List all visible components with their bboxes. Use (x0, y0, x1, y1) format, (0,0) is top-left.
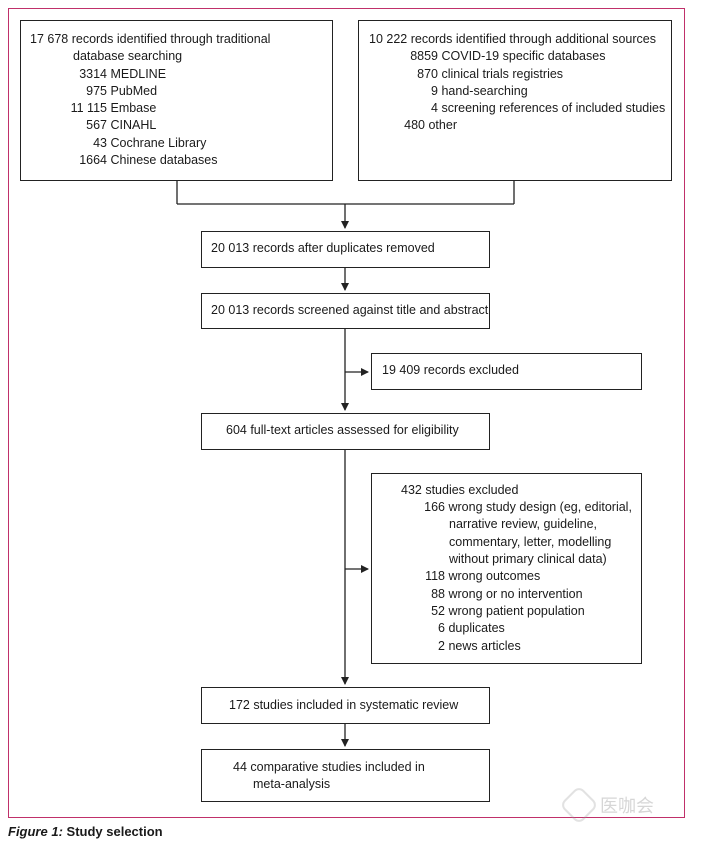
meta-analysis-line2: meta-analysis (253, 777, 331, 791)
duplicates-removed-text: 20 013 records after duplicates removed (211, 241, 435, 255)
meta-analysis-box (201, 749, 490, 802)
meta-analysis-line1: 44 comparative studies included in (233, 760, 425, 774)
exclusion-reason-cont: without primary clinical data) (449, 552, 607, 566)
figure-frame (8, 8, 685, 818)
exclusion-reason: 6 duplicates (438, 621, 505, 635)
exclusion-reason-cont: narrative review, guideline, (449, 517, 597, 531)
traditional-source-row: 3314 MEDLINE (79, 67, 167, 81)
traditional-source-row: 43 Cochrane Library (93, 136, 207, 150)
included-sr-box (201, 687, 490, 724)
screened-box (201, 293, 490, 329)
figure-label: Figure 1: (8, 824, 63, 839)
records-excluded-box (371, 353, 642, 390)
figure-title: Study selection (66, 824, 163, 839)
additional-source-row: 8859 COVID-19 specific databases (410, 49, 606, 63)
additional-source-row: 870 clinical trials registries (417, 67, 564, 81)
exclusion-reason: 166 wrong study design (eg, editorial, (424, 500, 632, 514)
additional-source-row: 480 other (404, 118, 457, 132)
exclusion-reason: 118 wrong outcomes (425, 569, 541, 583)
watermark-text: 医咖会 (600, 796, 654, 817)
traditional-source-row: 567 CINAHL (86, 118, 157, 132)
duplicates-removed-box (201, 231, 490, 268)
additional-header: 10 222 records identified through additi… (369, 32, 656, 46)
traditional-search-box (20, 20, 333, 181)
exclusion-reason-cont: commentary, letter, modelling (449, 535, 612, 549)
exclusion-reason: 88 wrong or no intervention (431, 587, 583, 601)
traditional-source-row: 11 115 Embase (70, 101, 157, 115)
traditional-source-row: 975 PubMed (86, 84, 158, 98)
additional-source-row: 9 hand-searching (431, 84, 528, 98)
included-sr-text: 172 studies included in systematic revie… (229, 698, 459, 712)
exclusion-reason: 52 wrong patient population (431, 604, 585, 618)
full-text-box (201, 413, 490, 450)
additional-source-row: 4 screening references of included studi… (431, 101, 666, 115)
traditional-header-line1: 17 678 records identified through tradit… (30, 32, 271, 46)
studies-excluded-box (371, 473, 642, 664)
records-excluded-text: 19 409 records excluded (382, 363, 519, 377)
studies-excluded-header: 432 studies excluded (401, 483, 519, 497)
traditional-source-row: 1664 Chinese databases (79, 153, 218, 167)
figure-caption: Figure 1: Study selection (8, 824, 163, 839)
exclusion-reason: 2 news articles (438, 639, 521, 653)
full-text-text: 604 full-text articles assessed for elig… (226, 423, 459, 437)
traditional-header-line2: database searching (73, 49, 183, 63)
watermark-logo: 医咖会 (560, 788, 680, 822)
screened-text: 20 013 records screened against title an… (211, 303, 489, 317)
additional-sources-box (358, 20, 672, 181)
